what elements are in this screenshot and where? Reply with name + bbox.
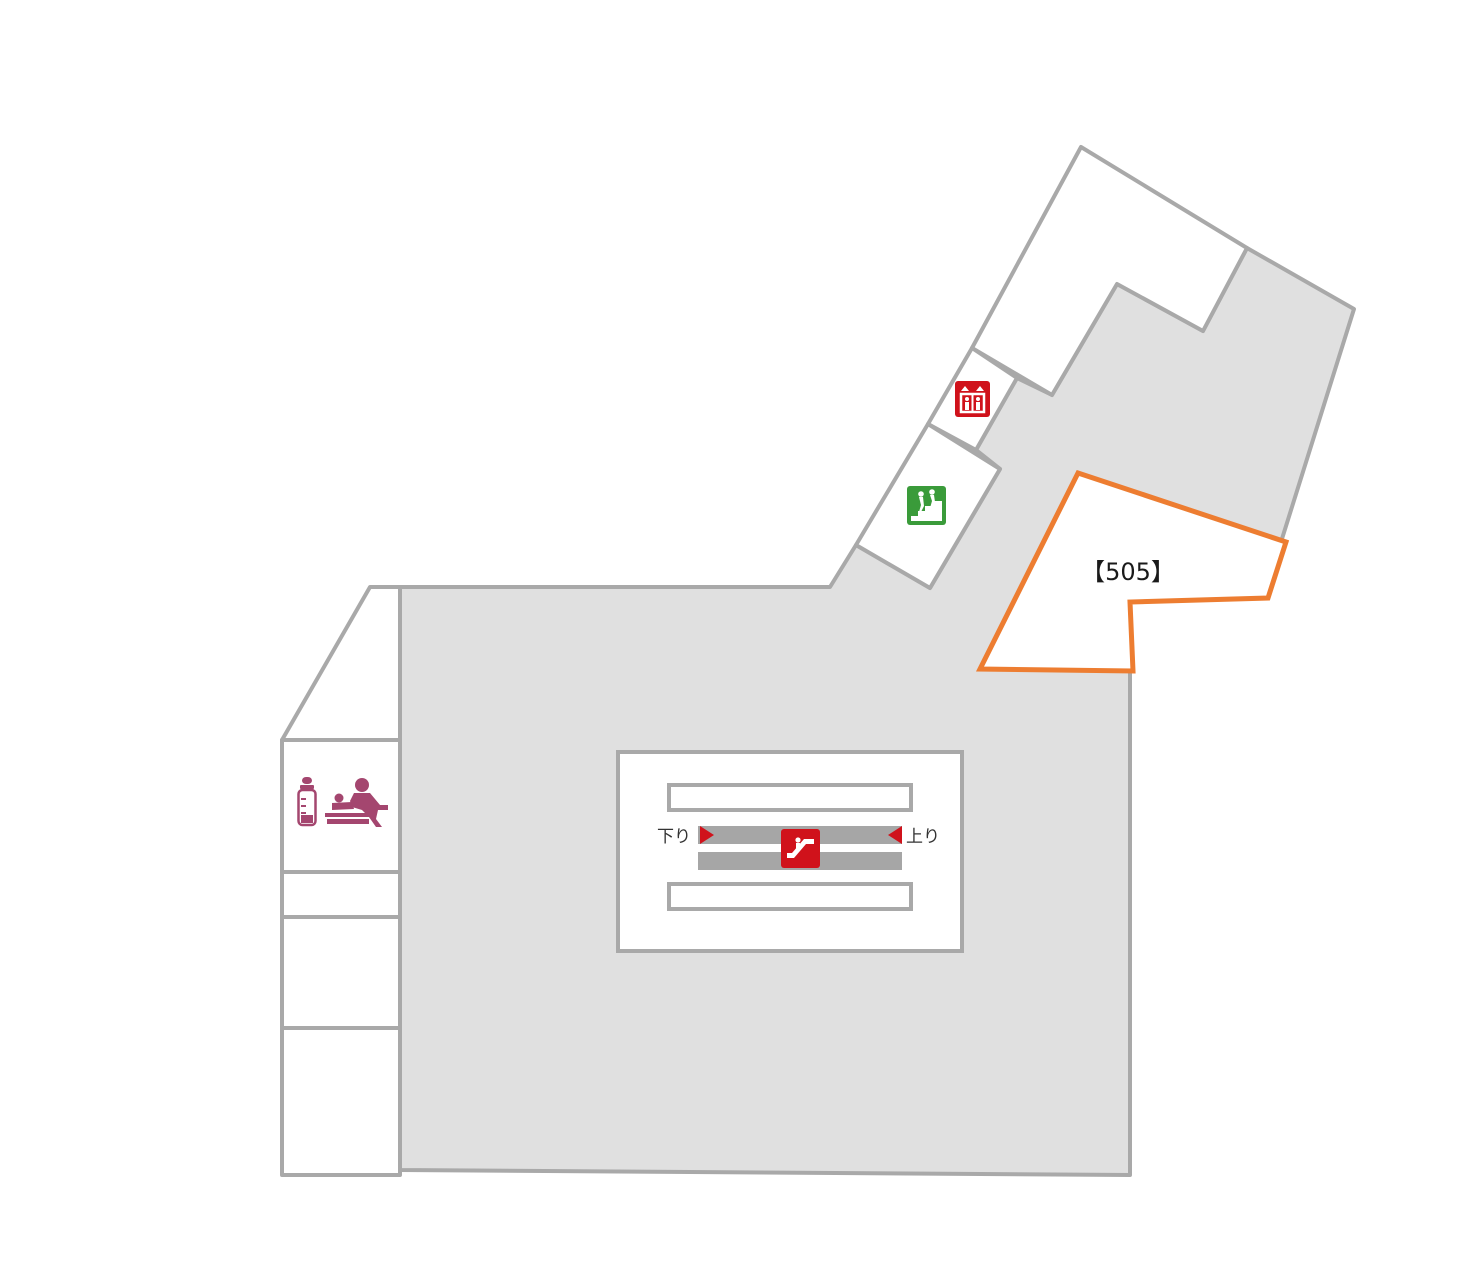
room-left-3[interactable] (280, 915, 402, 1030)
unit-505-outline[interactable] (975, 469, 1290, 674)
room-left-corner[interactable] (280, 585, 402, 742)
room-left-4[interactable] (280, 1026, 402, 1177)
escalator-down-label: 下り (657, 827, 691, 847)
elevator-icon[interactable] (955, 381, 990, 417)
diaper-changing-icon (325, 778, 388, 827)
common-area (398, 246, 1356, 1177)
up-arrow-icon (888, 826, 902, 844)
down-arrow-icon (700, 826, 714, 844)
baby-bottle-icon (297, 777, 317, 827)
escalator-area: 下り 上り (616, 750, 964, 953)
escalator-up-label: 上り (906, 827, 940, 847)
escalator-rail-top (667, 783, 913, 812)
escalator-icon[interactable] (781, 829, 820, 868)
unit-505-label: 【505】 (1081, 558, 1175, 586)
escalator-rail-bottom (667, 882, 913, 911)
emergency-stairs-icon[interactable] (907, 486, 946, 525)
room-left-2[interactable] (280, 870, 402, 919)
